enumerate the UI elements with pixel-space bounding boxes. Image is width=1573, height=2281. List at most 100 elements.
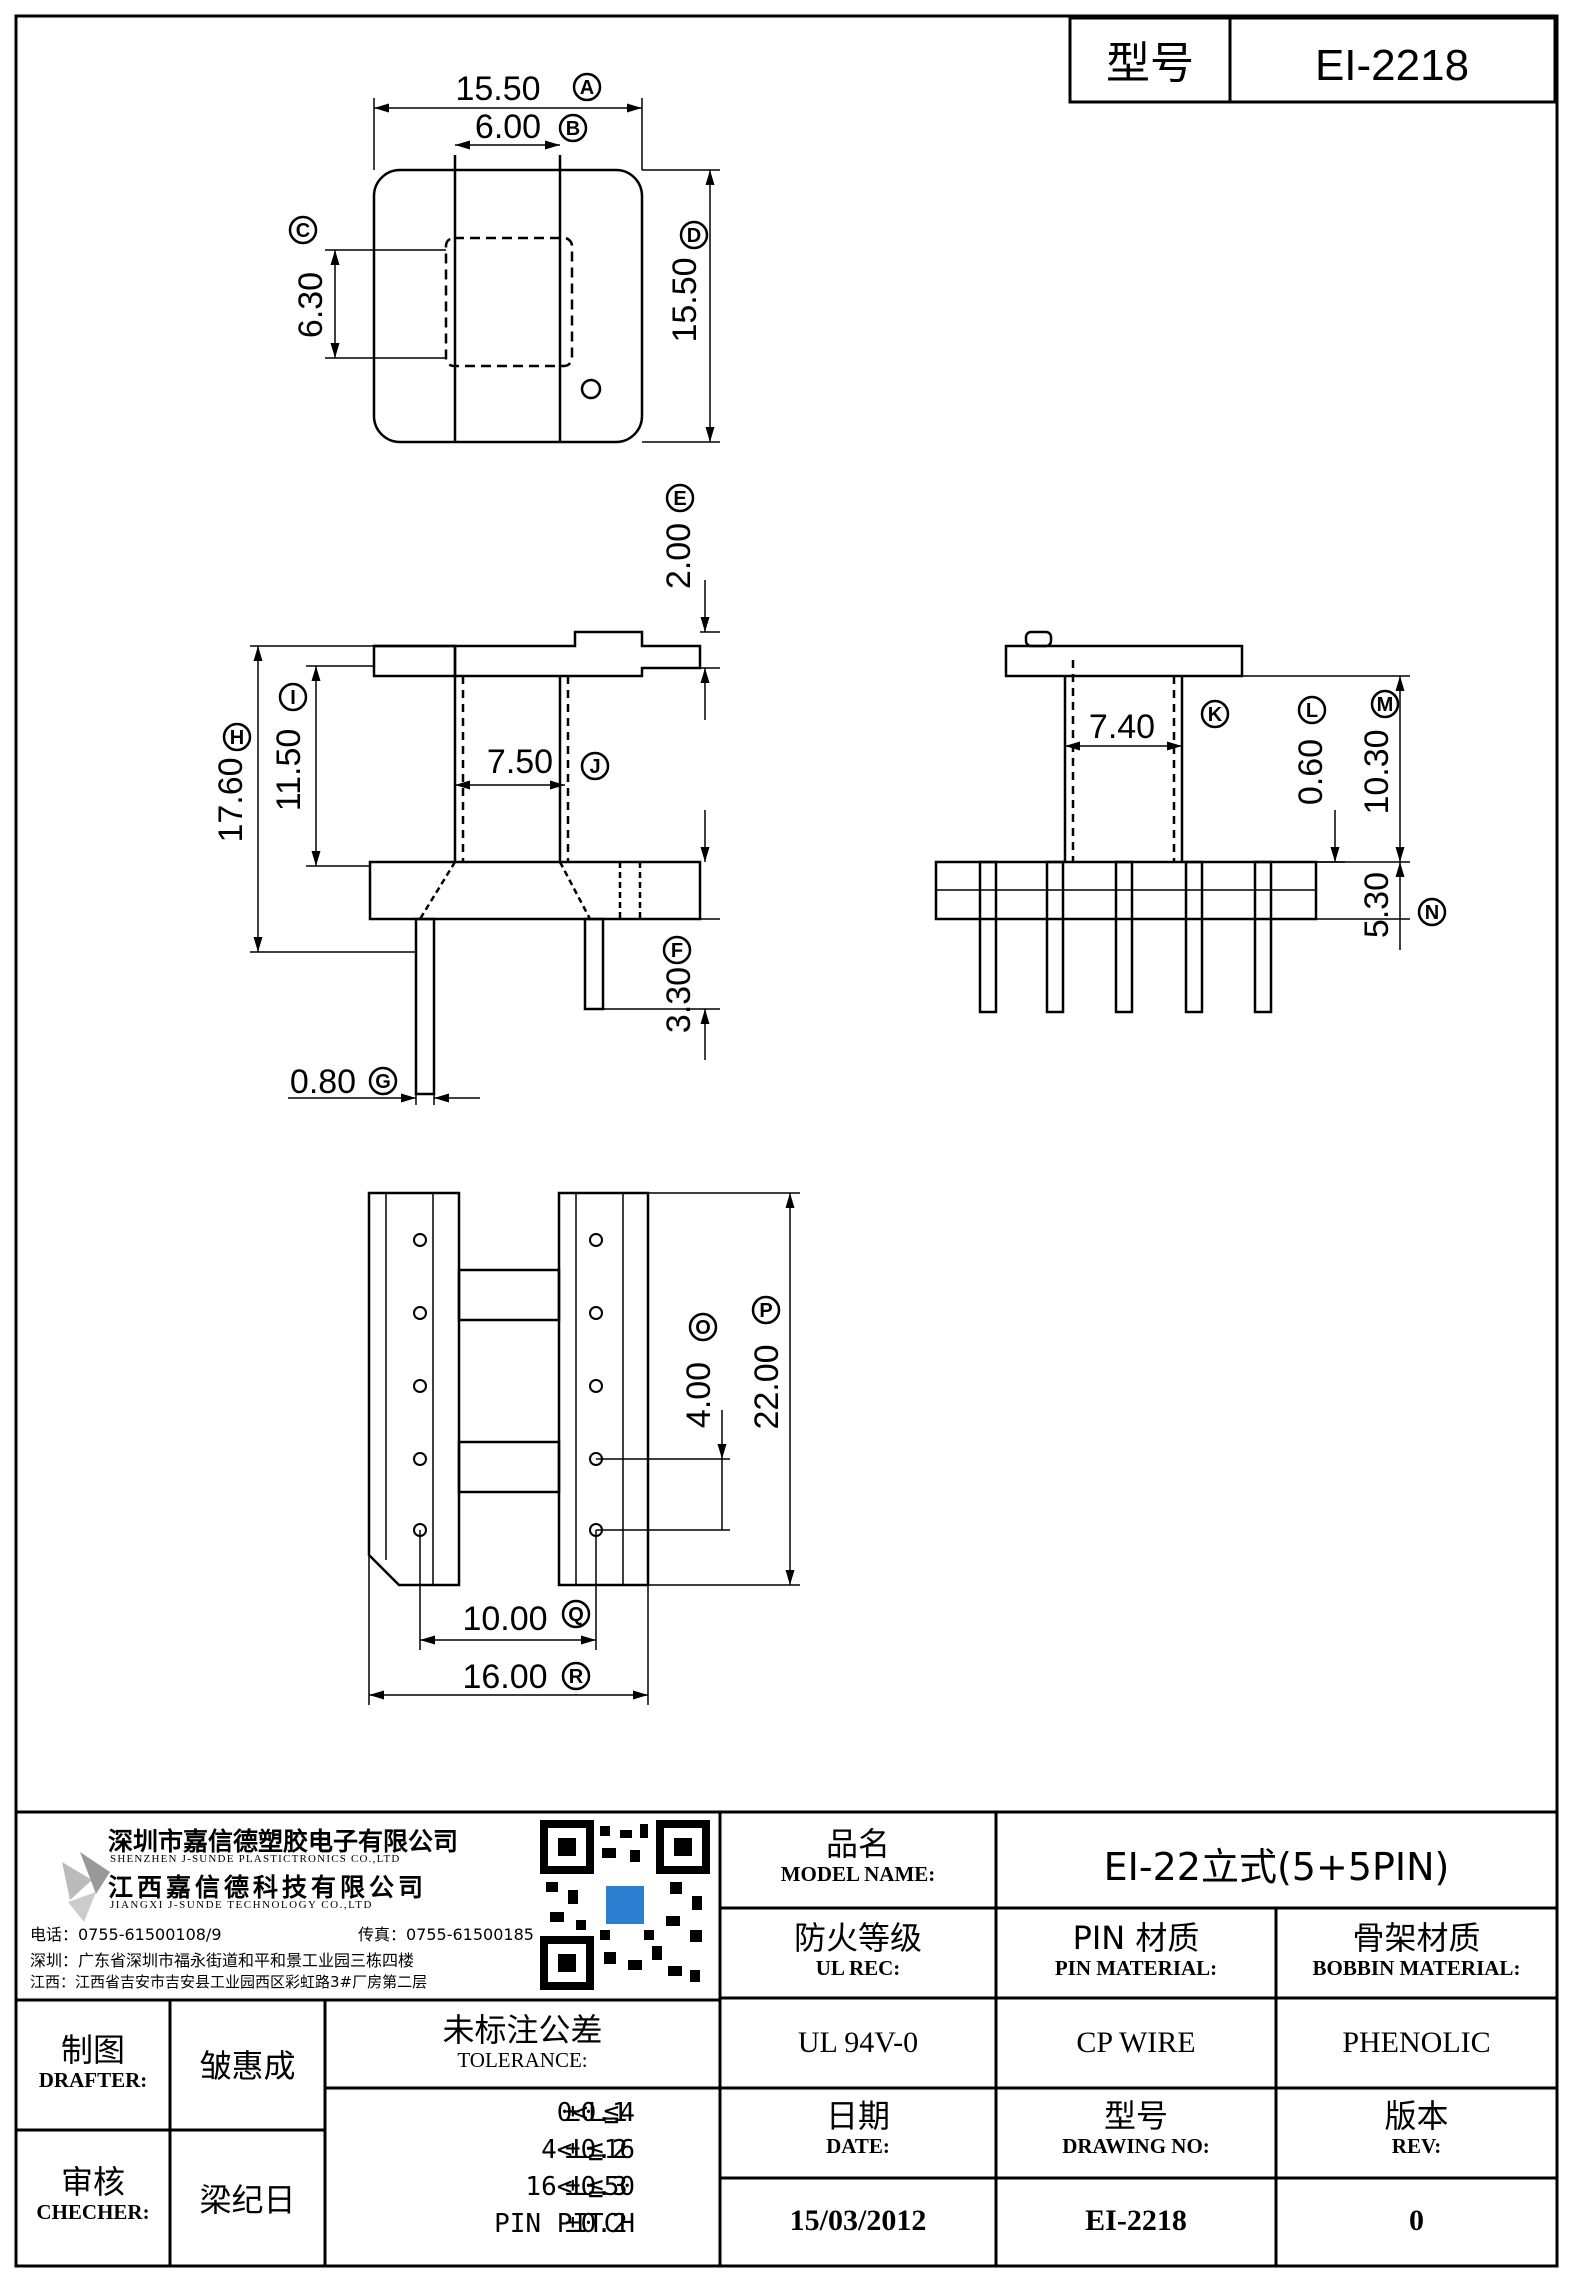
side-view-dim-markers: K L M N	[1200, 689, 1447, 927]
tolerance-value-1: ±0.1	[565, 2098, 628, 2128]
drawing-no-label: 型号 DRAWING NO:	[996, 2098, 1276, 2158]
qr-code-icon	[540, 1820, 710, 1990]
svg-text:G: G	[375, 1071, 391, 1093]
ul-rec-label-cn: 防火等级	[793, 1919, 922, 1957]
side-view	[934, 630, 1410, 1014]
marker-j	[580, 751, 610, 781]
company2-name-cn: 江西嘉信德科技有限公司	[108, 1873, 428, 1902]
company2-name-en: JIANGXI J-SUNDE TECHNOLOGY CO.,LTD	[110, 1899, 373, 1911]
tolerance-label-cn: 未标注公差	[442, 2011, 603, 2049]
drafter-label-en: DRAFTER:	[38, 2068, 148, 2092]
svg-text:B: B	[566, 118, 580, 140]
bobbin-material-label-cn: 骨架材质	[1352, 1919, 1481, 1957]
front-view-dim-markers: E I H J F G	[222, 483, 695, 1096]
rev-value: 0	[1409, 2204, 1424, 2237]
date-label: 日期 DATE:	[720, 2098, 996, 2158]
side-view-pin-5	[1253, 860, 1273, 1014]
tolerance-value-2: ±0.2	[565, 2135, 628, 2165]
bottom-view-left-rail	[367, 1191, 461, 1587]
dim-a-value: 15.50	[455, 70, 540, 108]
marker-l	[1297, 695, 1327, 725]
svg-text:J: J	[589, 756, 600, 778]
dim-j-value: 7.50	[487, 743, 553, 781]
marker-h	[222, 722, 252, 752]
dim-c-value: 6.30	[292, 272, 330, 338]
dim-h-value: 17.60	[212, 757, 250, 842]
top-view-center-hole	[444, 236, 574, 368]
drafter-name: 皱惠成	[199, 2047, 296, 2085]
company-fax: 传真：0755-61500185	[358, 1925, 534, 1944]
ul-rec-label: 防火等级 UL REC:	[720, 1920, 996, 1980]
tolerance-range-4: PIN PITCH	[494, 2209, 635, 2239]
svg-text:D: D	[687, 225, 701, 247]
dim-e-value: 2.00	[660, 523, 698, 589]
svg-text:N: N	[1425, 902, 1439, 924]
dim-o-value: 4.00	[680, 1362, 718, 1428]
pin-material-label-en: PIN MATERIAL:	[1054, 1956, 1218, 1980]
marker-n	[1417, 897, 1447, 927]
side-view-tab	[1024, 630, 1053, 648]
side-view-top-flange	[1004, 644, 1244, 678]
drawing-no-label-cn: 型号	[1103, 2097, 1168, 2135]
svg-text:M: M	[1377, 694, 1394, 716]
dim-q-value: 10.00	[462, 1600, 547, 1638]
sheet-border	[14, 14, 1559, 2268]
front-view-dim-texts: 17.60 11.50 7.50 2.00 3.30 0.80	[212, 523, 698, 1101]
marker-c	[288, 215, 318, 245]
dim-d-value: 15.50	[666, 257, 704, 342]
pin-material-label: PIN 材质 PIN MATERIAL:	[996, 1920, 1276, 1980]
front-view-pin-left	[414, 917, 436, 1096]
side-view-pin-3	[1114, 860, 1134, 1014]
dim-l-value: 0.60	[1292, 739, 1330, 805]
svg-text:A: A	[580, 77, 594, 99]
marker-a	[572, 72, 602, 102]
svg-text:L: L	[1306, 700, 1318, 722]
bottom-view	[367, 1191, 800, 1705]
svg-text:E: E	[673, 488, 686, 510]
company-name-cn: 深圳市嘉信德塑胶电子有限公司	[108, 1827, 459, 1856]
top-view-pin1-mark	[580, 378, 602, 400]
tolerance-label-en: TOLERANCE:	[457, 2048, 588, 2072]
tolerance-value-3: ±0.3	[565, 2172, 628, 2202]
dim-b-value: 6.00	[475, 108, 541, 146]
ul-rec-label-en: UL REC:	[815, 1956, 901, 1980]
top-view-dim-texts: 15.50 6.00 6.30 15.50	[292, 70, 704, 343]
svg-text:O: O	[695, 1317, 711, 1339]
marker-g	[368, 1066, 398, 1096]
pin-material-label-cn: PIN 材质	[1072, 1919, 1200, 1957]
svg-text:F: F	[671, 940, 683, 962]
title-block-grid	[16, 1810, 1557, 2266]
ul-rec-value: UL 94V-0	[797, 2026, 919, 2059]
pin-material-value: CP WIRE	[1076, 2026, 1196, 2059]
drafter-label-cn: 制图	[60, 2031, 125, 2069]
svg-text:C: C	[296, 220, 310, 242]
header-model-value: EI-2218	[1315, 41, 1469, 90]
svg-text:H: H	[230, 727, 244, 749]
marker-f	[662, 935, 692, 965]
rev-label: 版本 REV:	[1276, 2098, 1557, 2158]
bottom-view-dim-markers: O P Q R	[561, 1295, 781, 1691]
dim-r-value: 16.00	[462, 1658, 547, 1696]
svg-text:Q: Q	[568, 1604, 584, 1626]
front-view-top-flange-left	[372, 644, 457, 678]
bottom-view-pin-holes	[413, 1233, 603, 1537]
marker-p	[751, 1295, 781, 1325]
dim-k-value: 7.40	[1089, 708, 1155, 746]
date-value: 15/03/2012	[789, 2204, 927, 2237]
marker-b	[558, 113, 588, 143]
svg-text:R: R	[569, 1666, 584, 1688]
side-view-pin-4	[1184, 860, 1204, 1014]
side-view-pin-2	[1045, 860, 1065, 1014]
dim-n-value: 5.30	[1358, 872, 1396, 938]
company-address-sz: 深圳：广东省深圳市福永街道和平和景工业园三栋四楼	[30, 1951, 415, 1970]
marker-r	[561, 1661, 591, 1691]
bottom-view-crossbar-2	[457, 1440, 561, 1494]
model-name-value: EI-22立式(5+5PIN)	[1103, 1845, 1450, 1889]
model-name-label-cn: 品名	[825, 1825, 890, 1863]
bottom-view-dim-texts: 4.00 22.00 10.00 16.00	[462, 1344, 786, 1696]
dim-m-value: 10.30	[1358, 729, 1396, 814]
marker-q	[561, 1599, 591, 1629]
drawing-no-value: EI-2218	[1085, 2204, 1187, 2237]
drafter-label: 制图 DRAFTER:	[16, 2032, 170, 2092]
front-view-top-flange	[374, 630, 702, 678]
